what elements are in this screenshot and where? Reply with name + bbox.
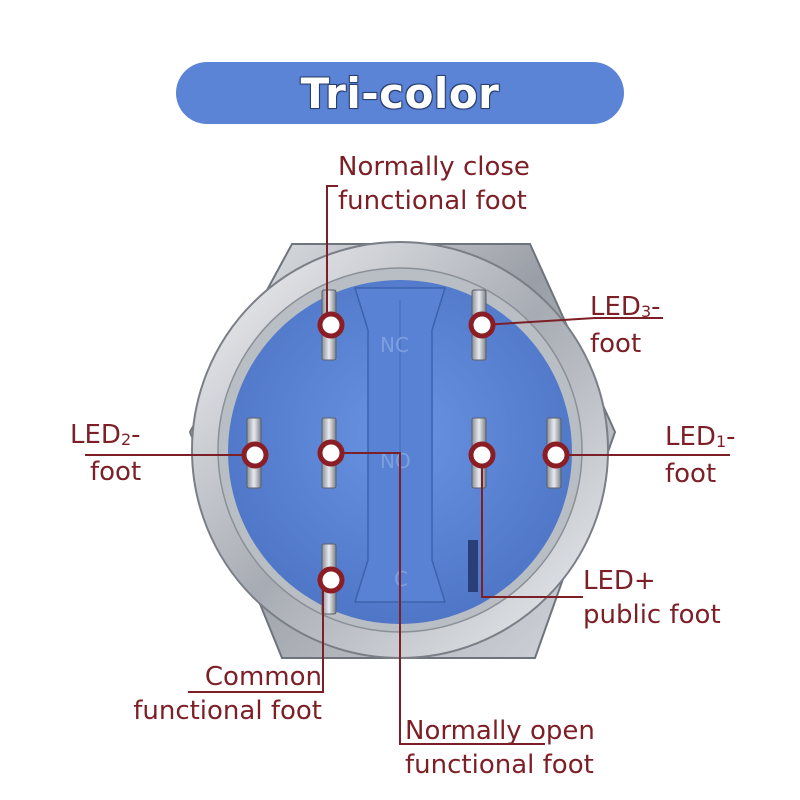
label-led-plus: LED+ public foot xyxy=(583,564,721,632)
label-led2: LED2- foot xyxy=(70,418,141,489)
pin-markers xyxy=(241,311,570,594)
label-common-line2: functional foot xyxy=(133,696,322,726)
label-normally-close: Normally close functional foot xyxy=(338,150,530,218)
label-led3: LED3- foot xyxy=(590,290,661,361)
label-normally-open: Normally open functional foot xyxy=(405,714,595,782)
marker-led2 xyxy=(241,441,269,469)
label-common-line1: Common xyxy=(204,662,322,692)
label-normally-open-line2: functional foot xyxy=(405,750,594,780)
marker-led3 xyxy=(468,311,496,339)
label-led3-subscript: 3 xyxy=(640,302,652,321)
leader-led-plus xyxy=(481,455,583,598)
nc-marking: NC xyxy=(380,333,409,357)
label-led1-line2: foot xyxy=(665,459,717,489)
title-text: Tri-color xyxy=(300,68,500,118)
marker-nc xyxy=(317,311,345,339)
title-banner: Tri-color xyxy=(176,62,624,124)
marker-no xyxy=(317,439,345,467)
marker-led1 xyxy=(542,441,570,469)
label-led1-subscript: 1 xyxy=(715,432,727,451)
label-led2-line1: LED2- xyxy=(70,420,141,450)
pin-side-slot xyxy=(468,540,478,592)
label-led1: LED1- foot xyxy=(665,420,736,491)
label-led2-line2: foot xyxy=(90,457,142,487)
leader-normally-open xyxy=(331,452,545,745)
label-led1-line1: LED1- xyxy=(665,422,736,452)
label-normally-open-line1: Normally open xyxy=(405,716,595,746)
marker-common xyxy=(317,566,345,594)
label-normally-close-line2: functional foot xyxy=(338,186,527,216)
label-led3-line2: foot xyxy=(590,329,642,359)
marker-led-plus xyxy=(468,441,496,469)
label-led2-subscript: 2 xyxy=(120,430,132,449)
label-normally-close-line1: Normally close xyxy=(338,152,530,182)
label-common: Common functional foot xyxy=(96,660,322,728)
leader-led3 xyxy=(481,317,663,326)
label-led-plus-line2: public foot xyxy=(583,600,721,630)
label-led3-line1: LED3- xyxy=(590,292,661,322)
label-led-plus-line1: LED+ xyxy=(583,566,656,596)
